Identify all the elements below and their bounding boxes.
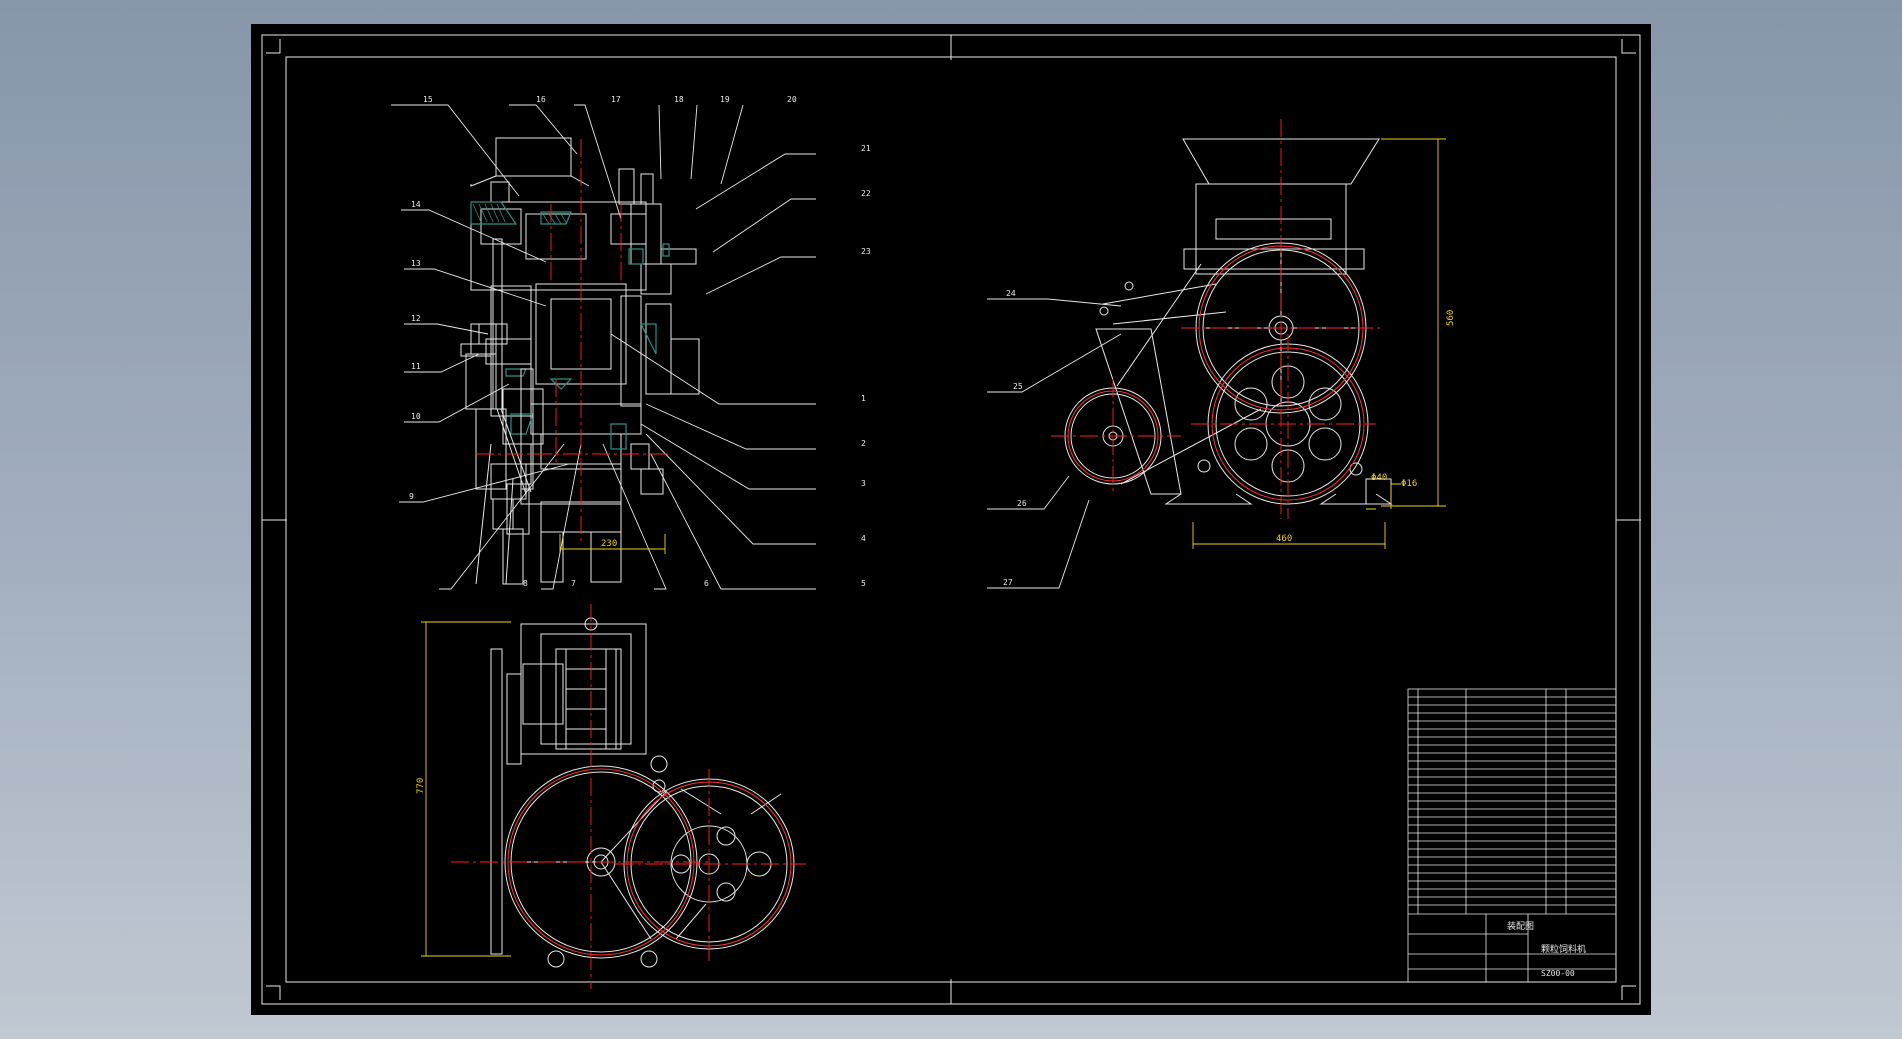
part-label-20: 20 (787, 95, 797, 104)
dim-top-height: 770 (416, 778, 426, 794)
part-label-27: 27 (1003, 578, 1013, 587)
title-drawing-number: SZ00-00 (1541, 969, 1575, 978)
dim-phi-16: Φ16 (1401, 479, 1417, 489)
part-label-23: 23 (861, 247, 871, 256)
part-label-14: 14 (411, 200, 421, 209)
part-label-4: 4 (861, 534, 866, 543)
leader-lines (391, 104, 1122, 590)
part-label-7: 7 (571, 579, 576, 588)
part-label-26: 26 (1017, 499, 1027, 508)
center-lines (451, 119, 1381, 989)
part-label-10: 10 (411, 412, 421, 421)
cad-drawing: 15 16 17 18 19 20 14 13 12 11 10 9 8 7 6… (261, 34, 1641, 1005)
inner-border (285, 56, 1617, 983)
dim-side-width: 460 (1276, 534, 1292, 544)
outer-border (261, 34, 1641, 1005)
title-block (1407, 688, 1617, 983)
title-machine-name: 颗粒饲料机 (1541, 943, 1586, 955)
part-label-1: 1 (861, 394, 866, 403)
part-label-3: 3 (861, 479, 866, 488)
side-view (1064, 138, 1393, 505)
part-label-18: 18 (674, 95, 684, 104)
part-label-15: 15 (423, 95, 433, 104)
dim-phi-40: Φ40 (1371, 473, 1387, 483)
part-label-5: 5 (861, 579, 866, 588)
part-label-13: 13 (411, 259, 421, 268)
part-label-12: 12 (411, 314, 421, 323)
dim-side-height: 560 (1446, 310, 1456, 326)
part-label-19: 19 (720, 95, 730, 104)
part-label-8: 8 (523, 579, 528, 588)
dim-front-width: 230 (601, 539, 617, 549)
center-ticks (262, 35, 1641, 1004)
drawing-sheet: 15 16 17 18 19 20 14 13 12 11 10 9 8 7 6… (251, 24, 1651, 1015)
part-label-6: 6 (704, 579, 709, 588)
corner-marks (266, 39, 1636, 1000)
part-label-24: 24 (1006, 289, 1016, 298)
hatch-lines (472, 203, 568, 225)
part-label-11: 11 (411, 362, 421, 371)
part-label-16: 16 (536, 95, 546, 104)
part-label-22: 22 (861, 189, 871, 198)
part-label-17: 17 (611, 95, 621, 104)
pulley-belt-left (478, 238, 534, 495)
part-label-21: 21 (861, 144, 871, 153)
title-drawing-type: 装配图 (1507, 920, 1534, 932)
hatched-sections (470, 201, 670, 450)
part-label-2: 2 (861, 439, 866, 448)
part-label-25: 25 (1013, 382, 1023, 391)
dimension-lines (421, 138, 1446, 957)
front-section-view (460, 137, 700, 585)
part-label-9: 9 (409, 492, 414, 501)
